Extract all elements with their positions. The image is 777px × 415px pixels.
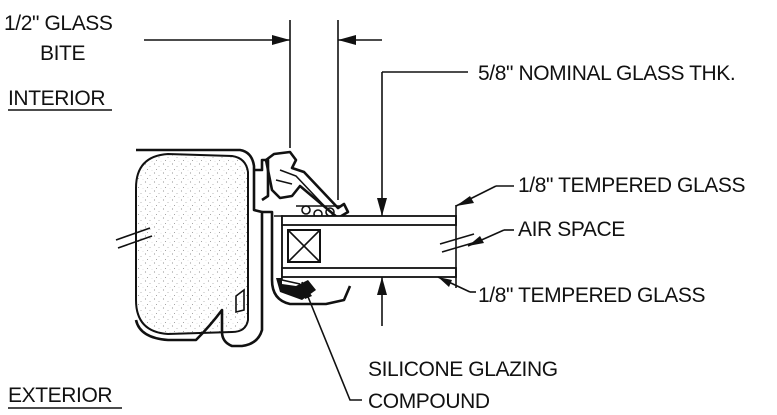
glass-bite-dimension bbox=[144, 20, 382, 200]
tempered-glass-bottom-label: 1/8" TEMPERED GLASS bbox=[478, 284, 705, 307]
air-space-label: AIR SPACE bbox=[518, 218, 625, 241]
frame-insulation-core bbox=[135, 152, 249, 336]
glass-bite-label-line2: BITE bbox=[40, 42, 85, 65]
exterior-label: EXTERIOR bbox=[8, 384, 112, 407]
glazing-bead bbox=[264, 150, 350, 220]
frame-break-symbol bbox=[115, 227, 153, 249]
glass-bite-label-line1: 1/2" GLASS bbox=[4, 12, 113, 35]
glass-thickness-dimension bbox=[377, 71, 468, 326]
insulated-glass-unit bbox=[281, 205, 457, 288]
outer-glass-lite bbox=[281, 215, 457, 226]
tempered-glass-top-label: 1/8" TEMPERED GLASS bbox=[518, 174, 745, 197]
silicone-label-line2: COMPOUND bbox=[368, 390, 490, 413]
label-leaders bbox=[301, 185, 505, 401]
inner-glass-lite bbox=[281, 267, 457, 278]
nominal-thickness-label: 5/8" NOMINAL GLASS THK. bbox=[478, 62, 735, 85]
interior-label: INTERIOR bbox=[8, 87, 105, 110]
silicone-label-line1: SILICONE GLAZING bbox=[368, 358, 558, 381]
spacer-desiccant bbox=[287, 229, 321, 263]
glass-break-symbol bbox=[439, 233, 477, 253]
